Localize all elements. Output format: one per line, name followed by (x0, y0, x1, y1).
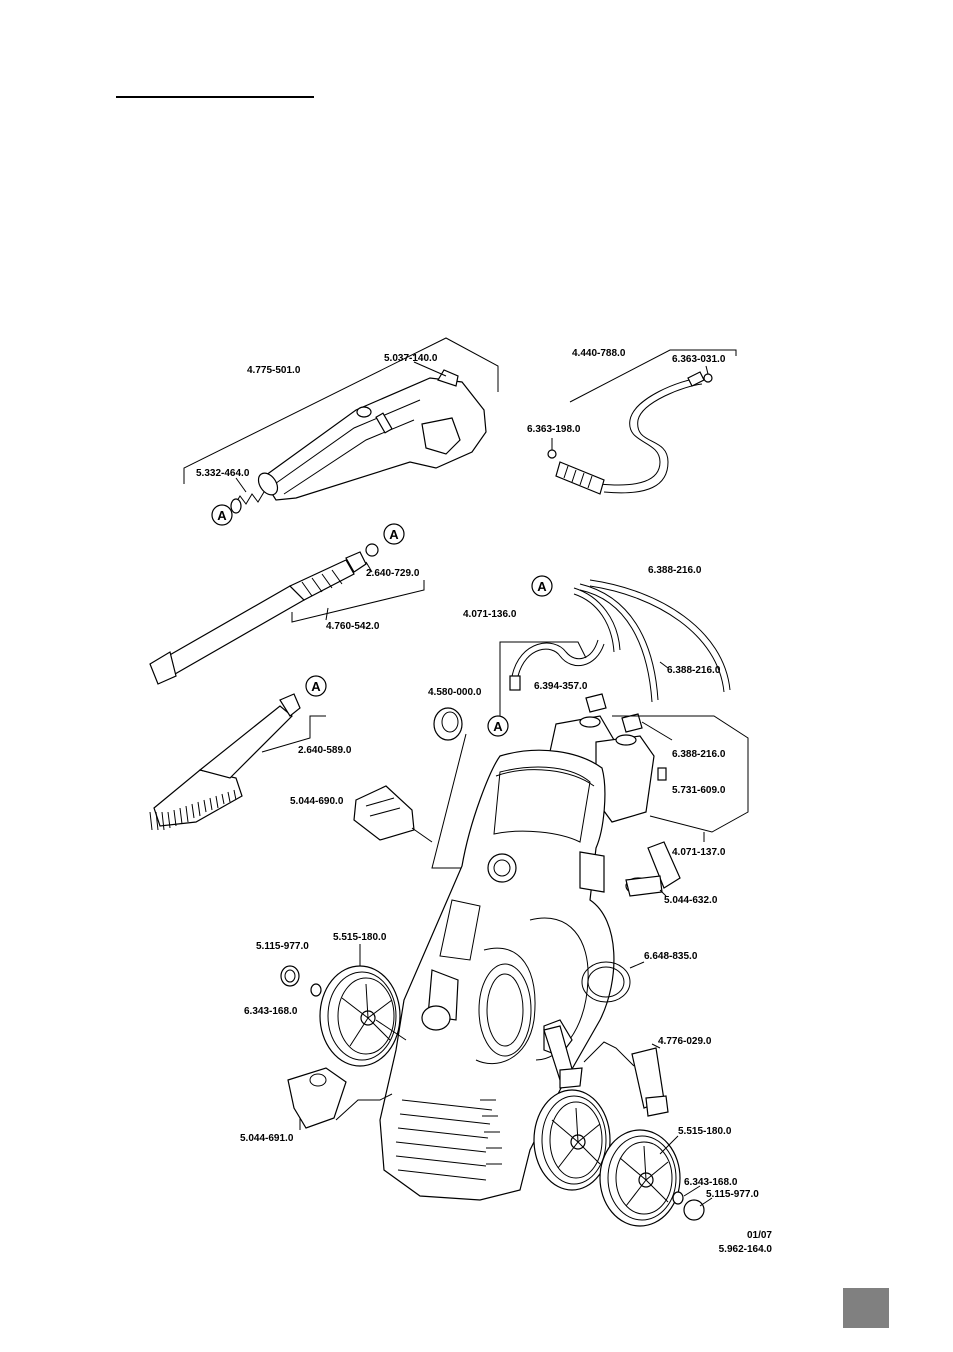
lance-holder-drawing (625, 841, 681, 897)
hose-drawing (547, 349, 737, 495)
part-label-washer-right: 6.343-168.0 (684, 1177, 738, 1188)
connector-tag-3: A (531, 575, 553, 597)
connector-tag-5: A (487, 715, 509, 737)
spray-lance-drawing (149, 543, 425, 685)
part-label-wheel-right: 5.515-180.0 (678, 1126, 732, 1137)
part-label-lance-holder: 5.044-632.0 (664, 895, 718, 906)
svg-text:A: A (311, 679, 321, 694)
part-label-tank-set: 4.071-137.0 (672, 847, 726, 858)
part-label-selector-knob: 4.580-000.0 (428, 687, 482, 698)
part-label-spray-lance: 4.760-542.0 (326, 621, 380, 632)
right-wheels-drawing (533, 1089, 713, 1227)
header-rule (116, 96, 314, 98)
part-label-hose-ring: 6.648-835.0 (644, 951, 698, 962)
part-label-detergent-tank: 4.071-136.0 (463, 609, 517, 620)
part-label-holder: 5.044-690.0 (290, 796, 344, 807)
part-label-accessory-holder: 5.044-691.0 (240, 1133, 294, 1144)
part-label-suction-hose-3: 6.388-216.0 (672, 749, 726, 760)
connector-tag-1: A (211, 504, 233, 526)
part-label-hose: 4.440-788.0 (572, 348, 626, 359)
part-label-spring: 5.332-464.0 (196, 468, 250, 479)
svg-text:A: A (537, 579, 547, 594)
hose-ring-drawing (581, 961, 645, 1003)
part-label-hose-oring: 6.363-031.0 (672, 354, 726, 365)
connector-tag-4: A (305, 675, 327, 697)
accessory-holder-drawing (287, 1067, 393, 1130)
trigger-gun-drawing (183, 337, 499, 514)
part-label-cap-left: 5.115-977.0 (256, 941, 309, 952)
crank-drawing (543, 1025, 669, 1117)
connector-tag-2: A (383, 523, 405, 545)
part-label-tank-cap: 6.394-357.0 (534, 681, 588, 692)
page-tab-marker (843, 1288, 889, 1328)
doc-number: 5.962-164.0 (719, 1244, 773, 1255)
svg-text:A: A (217, 508, 227, 523)
part-label-cap-right: 5.115-977.0 (706, 1189, 759, 1200)
part-label-gun-clip: 5.037-140.0 (384, 353, 438, 364)
part-label-wheel-left: 5.515-180.0 (333, 932, 387, 943)
part-label-suction-hose-2: 6.388-216.0 (667, 665, 721, 676)
part-label-nozzle-end: 2.640-729.0 (366, 568, 420, 579)
part-label-filter: 5.731-609.0 (672, 785, 726, 796)
left-wheel-drawing (280, 944, 407, 1067)
part-label-wash-brush: 2.640-589.0 (298, 745, 352, 756)
svg-text:A: A (389, 527, 399, 542)
part-label-gun-oring: 6.363-198.0 (527, 424, 581, 435)
part-label-crank: 4.776-029.0 (658, 1036, 712, 1047)
svg-text:A: A (493, 719, 503, 734)
wash-brush-drawing (149, 693, 326, 831)
part-label-trigger-gun: 4.775-501.0 (247, 365, 301, 376)
date-code: 01/07 (747, 1230, 772, 1241)
part-label-suction-hose-1: 6.388-216.0 (648, 565, 702, 576)
part-label-washer-left: 6.343-168.0 (244, 1006, 298, 1017)
